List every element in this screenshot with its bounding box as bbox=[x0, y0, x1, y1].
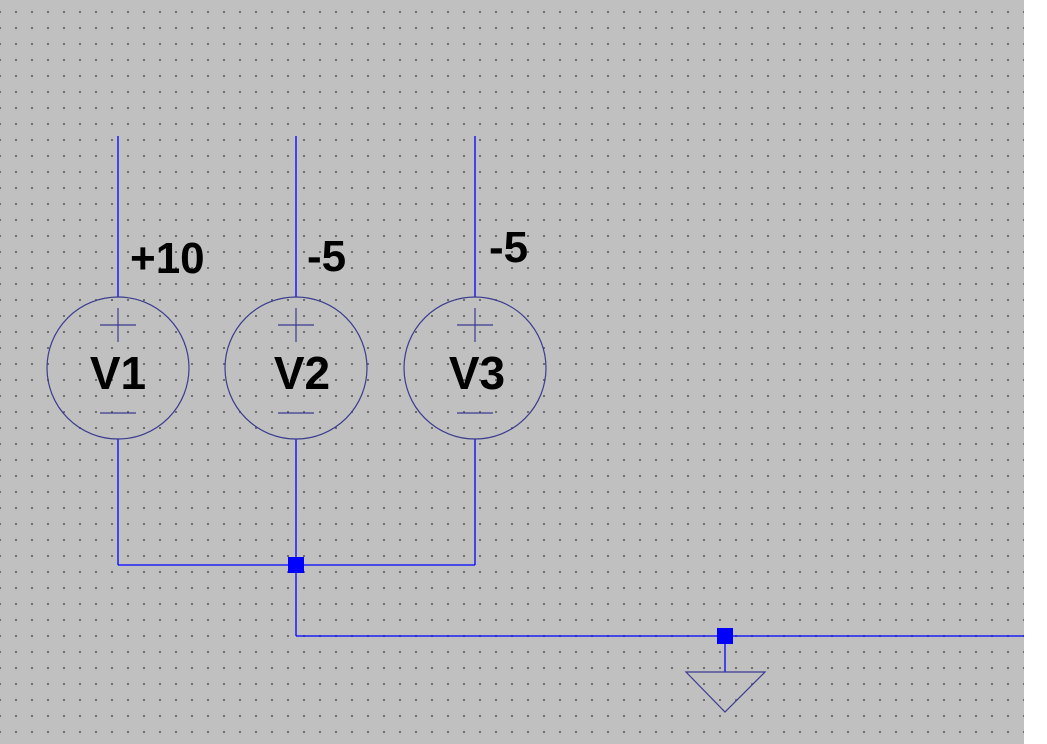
voltage-source-v1[interactable]: V1 bbox=[46, 296, 190, 440]
source-circle bbox=[46, 296, 190, 440]
source-value-label-v2[interactable]: -5 bbox=[307, 232, 346, 281]
right-margin bbox=[1024, 0, 1047, 744]
junction-dot-common bbox=[288, 557, 304, 573]
source-value-label-v3[interactable]: -5 bbox=[489, 223, 528, 272]
source-circle bbox=[224, 296, 368, 440]
source-ref-label: V3 bbox=[449, 347, 505, 399]
source-ref-label: V2 bbox=[274, 347, 330, 399]
source-circle bbox=[403, 296, 547, 440]
junction-dot-ground bbox=[717, 628, 733, 644]
source-value-label-v1[interactable]: +10 bbox=[130, 234, 205, 283]
schematic-canvas[interactable] bbox=[0, 0, 1024, 744]
voltage-source-v3[interactable]: V3 bbox=[403, 296, 547, 440]
source-ref-label: V1 bbox=[90, 347, 146, 399]
ground-triangle-icon[interactable] bbox=[684, 671, 767, 713]
voltage-source-v2[interactable]: V2 bbox=[224, 296, 368, 440]
